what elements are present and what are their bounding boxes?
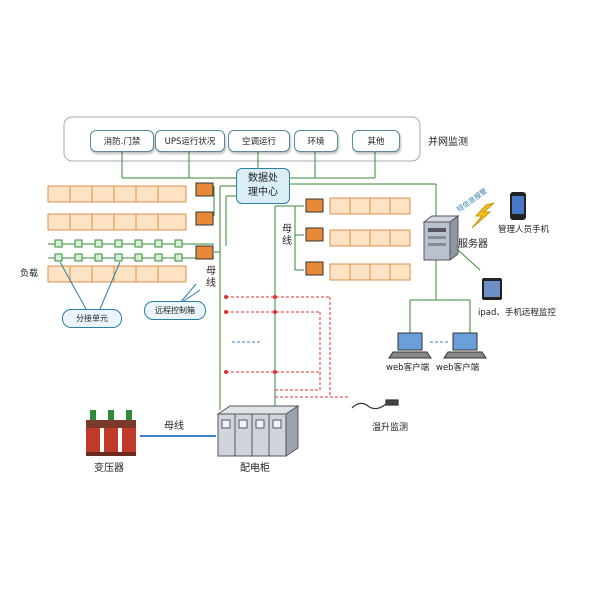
transformer-icon <box>86 410 136 456</box>
environment-box: 环境 <box>294 130 338 152</box>
control-boxes-left <box>195 182 214 260</box>
switchgear-icon <box>216 405 300 457</box>
lightning-icon <box>471 202 495 229</box>
switchgear-label: 配电柜 <box>240 463 270 474</box>
server-icon <box>422 215 460 261</box>
dashed-red-lines <box>226 296 350 398</box>
grid-monitor-label: 并网监测 <box>428 137 468 148</box>
transformer-label: 变压器 <box>94 463 124 474</box>
busbar-label-bottom: 母线 <box>164 421 184 432</box>
server-label: 服务器 <box>458 239 488 250</box>
other-box: 其他 <box>352 130 400 152</box>
red-dots <box>224 295 277 374</box>
load-label: 负载 <box>20 269 39 279</box>
remote-control-bubble: 远程控制箱 <box>144 301 206 320</box>
control-boxes-right <box>305 198 324 276</box>
fire-access-box: 消防.门禁 <box>90 130 154 152</box>
right-panel-dividers <box>349 198 391 280</box>
tap-units <box>48 243 214 259</box>
ipad-icon <box>482 278 502 300</box>
aircon-box: 空调运行 <box>228 130 290 152</box>
tap-unit-bubble: 分接单元 <box>62 309 122 328</box>
admin-phone-label: 管理人员手机 <box>498 225 550 235</box>
data-center-box: 数据处 理中心 <box>236 168 290 204</box>
busbar-label-mid: 母 线 <box>282 224 292 247</box>
web-client-label-1: web客户端 <box>386 363 430 373</box>
temperature-label: 温升监测 <box>372 423 409 433</box>
tap-unit-squares <box>54 239 183 262</box>
laptop-icon-2 <box>443 332 487 359</box>
ups-status-box: UPS运行状况 <box>155 130 225 152</box>
temperature-sensor-icon <box>351 399 399 410</box>
laptop-icon-1 <box>388 332 432 359</box>
phone-icon <box>510 192 526 220</box>
ipad-label: ipad、手机远程监控 <box>478 308 556 318</box>
busbar-label-right: 母 线 <box>206 266 216 289</box>
server-links <box>290 183 481 335</box>
center-line-2: 理中心 <box>248 187 278 198</box>
load-panels-left <box>47 185 187 283</box>
web-client-label-2: web客户端 <box>436 363 480 373</box>
top-links <box>121 150 376 179</box>
center-line-1: 数据处 <box>248 173 278 184</box>
